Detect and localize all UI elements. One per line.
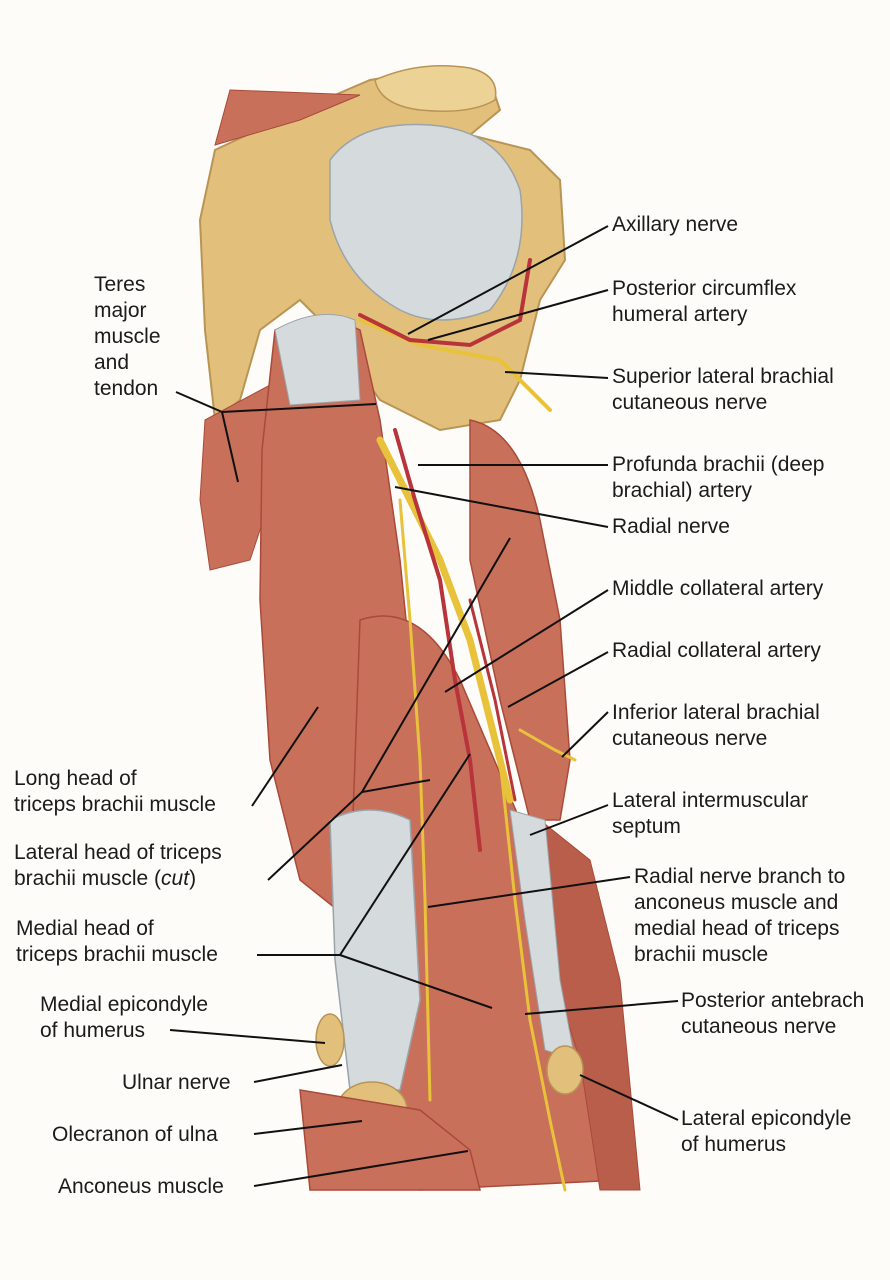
- label-lateral-head-close: ): [189, 867, 197, 890]
- label-long-head: Long head of triceps brachii muscle: [14, 767, 216, 816]
- label-ulnar-nerve: Ulnar nerve: [122, 1071, 231, 1094]
- leader-circumflex: [427, 289, 609, 341]
- label-teres-major: Teres major muscle and tendon: [94, 273, 161, 400]
- label-lateral-epicondyle: Lateral epicondyle of humerus: [681, 1107, 852, 1156]
- trapezius-fibers: [214, 89, 361, 146]
- label-radial-collateral: Radial collateral artery: [612, 639, 821, 662]
- leader-inferior: [561, 711, 609, 758]
- leader-olecranon: [253, 1120, 363, 1135]
- label-profunda-brachii: Profunda brachii (deep brachial) artery: [612, 453, 825, 502]
- radial-collateral-artery-path: [468, 598, 517, 802]
- leader-long-head: [251, 706, 319, 807]
- posterior-antebrach-nerve-path: [498, 758, 567, 1192]
- leader-radial: [394, 486, 609, 528]
- leader-axillary: [407, 225, 609, 335]
- label-medial-head: Medial head of triceps brachii muscle: [16, 917, 218, 966]
- label-middle-collateral: Middle collateral artery: [612, 577, 824, 600]
- leader-ulnar: [253, 1064, 343, 1083]
- long-head-tendon-top: [274, 313, 361, 406]
- axillary-nerve-path: [358, 318, 552, 412]
- label-radial-nerve: Radial nerve: [612, 515, 730, 538]
- leader-lines: [169, 225, 679, 1187]
- profunda-artery-path: [393, 428, 482, 852]
- label-medial-epicondyle: Medial epicondyle of humerus: [40, 993, 209, 1042]
- label-lateral-head: Lateral head of triceps brachii muscle (…: [14, 840, 222, 892]
- leader-radial-branch: [427, 876, 631, 908]
- label-anconeus: Anconeus muscle: [58, 1175, 224, 1198]
- rotator-cuff: [329, 123, 523, 321]
- label-lateral-head-cut: cut: [161, 867, 190, 890]
- leader-lateral-epicondyle: [579, 1074, 679, 1121]
- label-radial-branch: Radial nerve branch to anconeus muscle a…: [634, 865, 846, 966]
- leader-septum: [529, 804, 609, 836]
- leader-medial-head-2: [339, 954, 493, 1009]
- leader-teres-2: [221, 403, 377, 413]
- leader-radial-collateral: [507, 651, 609, 708]
- label-posterior-circumflex: Posterior circumflex humeral artery: [612, 277, 797, 326]
- label-lateral-septum: Lateral intermuscular septum: [612, 789, 809, 838]
- label-lateral-head-text: Lateral head of triceps brachii muscle (: [14, 841, 222, 890]
- lateral-epicondyle-shape: [546, 1045, 584, 1095]
- leader-superior: [504, 371, 609, 379]
- leader-anconeus: [253, 1150, 469, 1187]
- label-superior-lateral: Superior lateral brachial cutaneous nerv…: [612, 365, 834, 414]
- leader-middle: [444, 589, 609, 693]
- label-axillary-nerve: Axillary nerve: [612, 213, 739, 236]
- nerve-branch-medial: [398, 498, 432, 1102]
- leader-medial-epicondyle: [169, 1029, 326, 1044]
- radial-nerve-path: [376, 436, 514, 804]
- label-olecranon: Olecranon of ulna: [52, 1123, 218, 1146]
- leader-lateral-head-2: [361, 537, 511, 793]
- label-inferior-lateral: Inferior lateral brachial cutaneous nerv…: [612, 701, 820, 750]
- inferior-lateral-nerve-path: [518, 728, 577, 762]
- label-posterior-antebrach: Posterior antebrach cutaneous nerve: [681, 989, 865, 1038]
- leader-antebrach: [524, 1000, 679, 1015]
- acromion-shape: [374, 64, 497, 112]
- anconeus-shape: [299, 1089, 481, 1191]
- medial-epicondyle-shape: [315, 1013, 345, 1067]
- circumflex-artery-path: [358, 258, 532, 348]
